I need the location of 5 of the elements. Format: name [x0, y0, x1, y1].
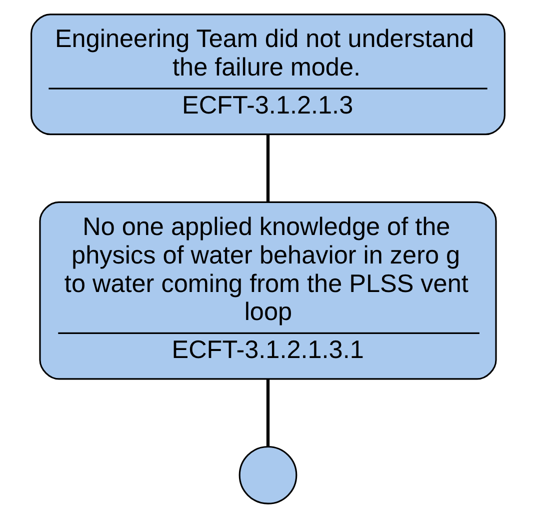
node-circle: [238, 446, 297, 504]
connector: [266, 379, 270, 447]
node-box: No one applied knowledge of the physics of water behavior in zero g to water coming from the PLSS vent loop ECFT-3.1.2.1.3.1: [38, 201, 496, 380]
connector: [266, 134, 270, 202]
node-box: Engineering Team did not understand the failure mode. ECFT-3.1.2.1.3: [30, 14, 505, 136]
